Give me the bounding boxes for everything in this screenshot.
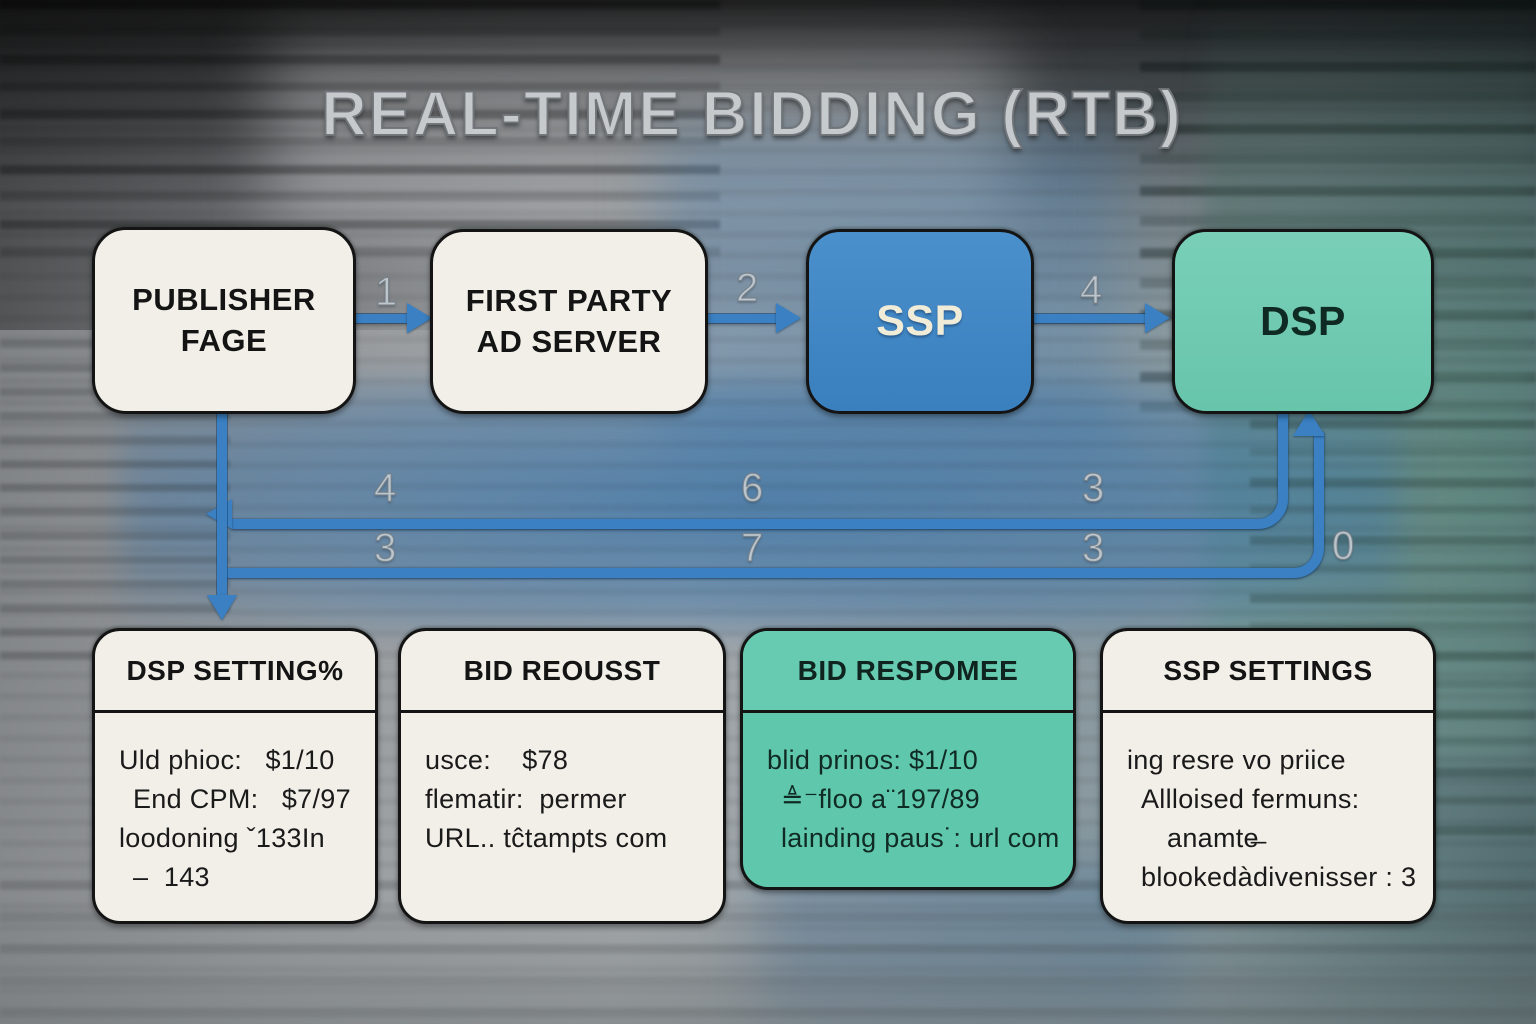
card-line: usce: $78 — [425, 745, 569, 775]
forward-number-7: 7 — [740, 525, 764, 570]
card-line: ≜⁻floo a¨197/89 — [781, 784, 980, 814]
card-body: ing resre vo priice Allloised fermuns: a… — [1103, 713, 1433, 897]
card-bid-request: BID REOUSST usce: $78 flematir: permer U… — [398, 628, 726, 924]
card-line: lainding paus˙: url com — [781, 823, 1060, 853]
card-title: BID RESPOMEE — [743, 631, 1073, 713]
forward-number-3a: 3 — [373, 525, 397, 570]
card-body: Uld phioc: $1/10 End CPM: $7/97 loodonin… — [95, 713, 375, 897]
forward-number-3b: 3 — [1081, 525, 1105, 570]
card-ssp-settings: SSP SETTINGS ing resre vo priice Alllois… — [1100, 628, 1436, 924]
arrowhead-down-icon — [207, 595, 237, 620]
arrowhead-right-icon — [776, 303, 801, 333]
card-line: – 143 — [133, 862, 210, 892]
page-title: REAL-TIME BIDDING (RTB) — [320, 78, 1183, 150]
card-line: Allloised fermuns: — [1141, 784, 1360, 814]
card-line: anamte̶ — [1167, 823, 1259, 853]
card-line: loodoning ˇ133In — [119, 823, 325, 853]
card-dsp-settings: DSP SETTING% Uld phioc: $1/10 End CPM: $… — [92, 628, 378, 924]
node-label: SSP — [876, 297, 964, 346]
card-line: URL.. tĉtampts com — [425, 823, 668, 853]
card-title: DSP SETTING% — [95, 631, 375, 713]
node-ssp: SSP — [806, 229, 1034, 414]
card-line: ing resre vo priice — [1127, 745, 1346, 775]
card-line: Uld phioc: $1/10 — [119, 745, 335, 775]
card-bid-response: BID RESPOMEE blid prinos: $1/10 ≜⁻floo a… — [740, 628, 1076, 890]
node-publisher-page: PUBLISHER FAGE — [92, 227, 356, 414]
arrow-publisher-to-dsp-settings — [217, 408, 227, 598]
card-body: usce: $78 flematir: permer URL.. tĉtampt… — [401, 713, 723, 858]
flow-number-4-top: 4 — [1079, 267, 1103, 312]
return-number-3: 3 — [1081, 465, 1105, 510]
node-label: PUBLISHER FAGE — [132, 281, 316, 358]
arrow-adserver-to-ssp — [704, 314, 778, 323]
card-line: flematir: permer — [425, 784, 627, 814]
card-body: blid prinos: $1/10 ≜⁻floo a¨197/89 laind… — [743, 713, 1073, 858]
card-title: SSP SETTINGS — [1103, 631, 1433, 713]
card-line: blid prinos: $1/10 — [767, 745, 979, 775]
arrowhead-right-icon — [1145, 303, 1170, 333]
card-line: End CPM: $7/97 — [133, 784, 351, 814]
card-line: blookedàdivenisser : 3 — [1141, 862, 1417, 892]
return-number-6: 6 — [740, 465, 764, 510]
card-title: BID REOUSST — [401, 631, 723, 713]
node-first-party-ad-server: FIRST PARTY AD SERVER — [430, 229, 708, 414]
forward-number-0: 0 — [1331, 523, 1355, 568]
flow-number-2: 2 — [735, 265, 759, 310]
flow-number-1: 1 — [374, 269, 398, 314]
return-number-4: 4 — [373, 465, 397, 510]
arrow-publisher-to-adserver — [352, 314, 410, 323]
node-dsp: DSP — [1172, 229, 1434, 414]
node-label: FIRST PARTY AD SERVER — [465, 282, 673, 359]
arrowhead-right-icon — [407, 303, 432, 333]
arrow-ssp-to-dsp — [1030, 314, 1148, 323]
node-label: DSP — [1260, 298, 1346, 345]
